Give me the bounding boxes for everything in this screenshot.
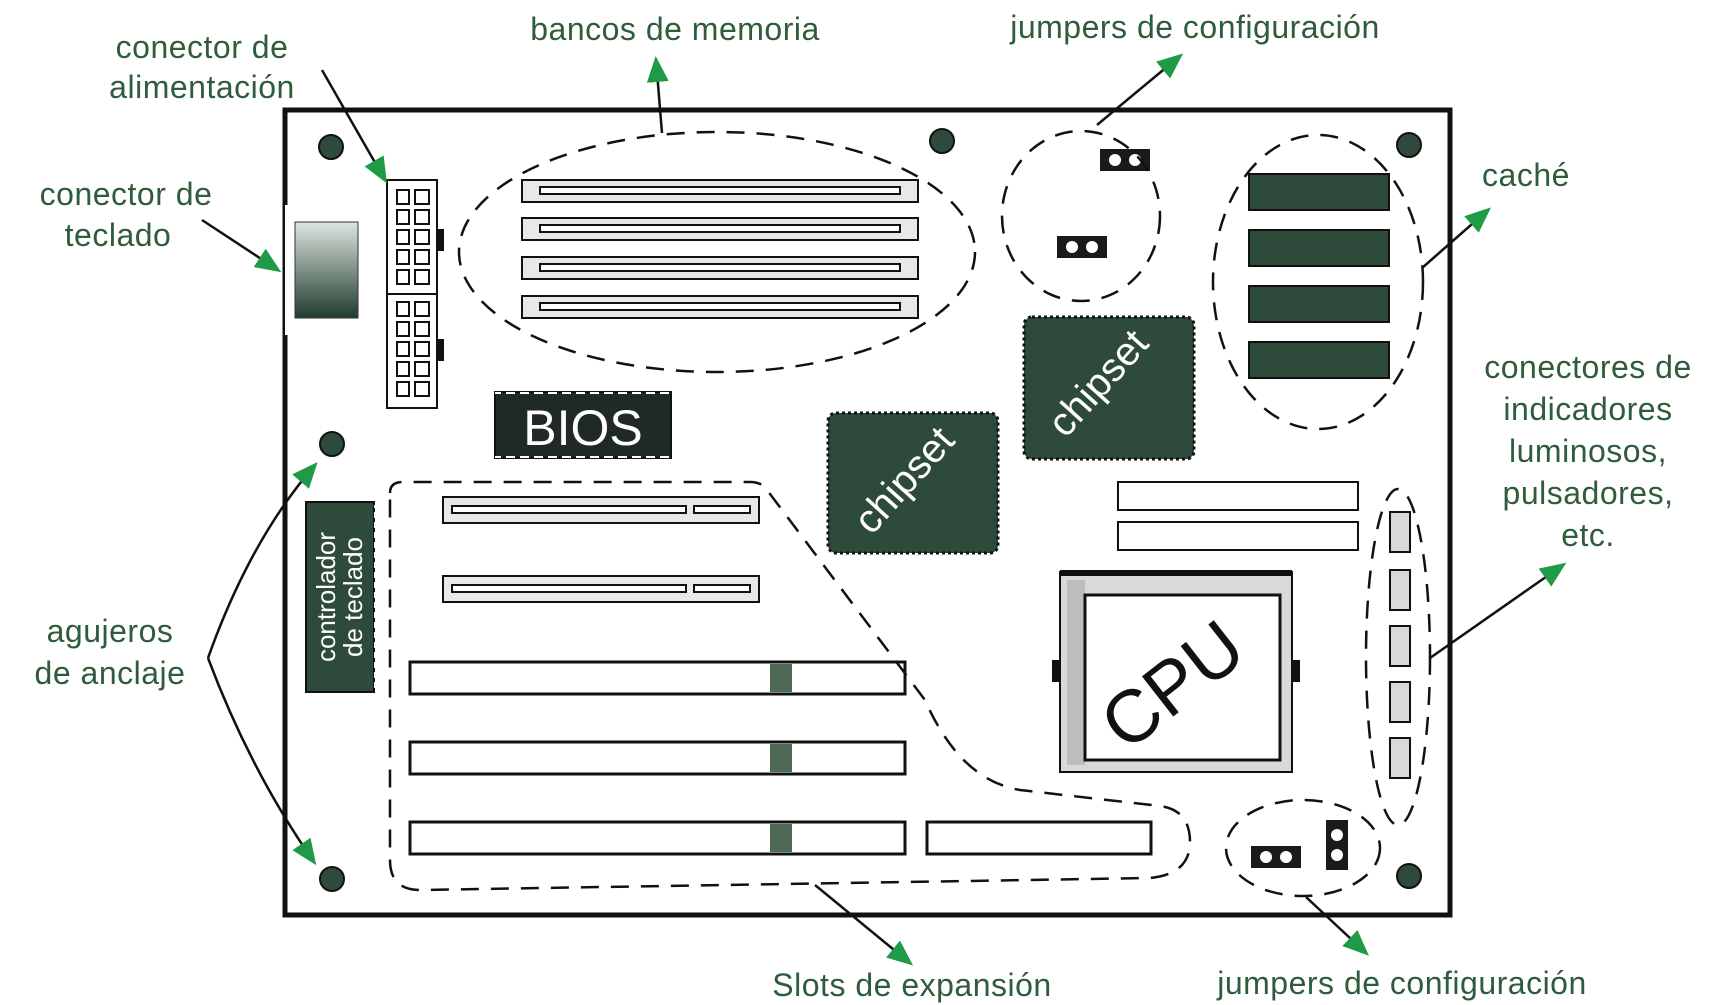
bios-label: BIOS xyxy=(523,400,642,456)
arrow-keyboard-connector xyxy=(201,218,282,273)
arrow-anchor-lower xyxy=(206,657,317,866)
label-jumpers-top: jumpers de configuración xyxy=(1009,9,1380,45)
cache-chip xyxy=(1248,341,1390,379)
cache-highlight xyxy=(1211,133,1425,431)
memory-banks xyxy=(521,179,919,319)
keyboard-connector xyxy=(285,205,365,335)
cache-chip xyxy=(1248,229,1390,267)
arrow-jumpers-bottom xyxy=(1305,896,1369,956)
keyboard-controller-chip: controlador de teclado xyxy=(300,501,380,693)
mounting-hole xyxy=(929,128,955,154)
labels: bancos de memoria jumpers de configuraci… xyxy=(35,9,1692,1003)
cpu-socket: CPU xyxy=(1052,570,1300,773)
mounting-hole xyxy=(1396,132,1422,158)
jumpers-bottom xyxy=(1251,820,1348,870)
label-anchor-holes-line2: de anclaje xyxy=(35,655,186,691)
label-front-panel-line4: pulsadores, xyxy=(1503,475,1674,511)
label-front-panel-line5: etc. xyxy=(1561,517,1615,553)
arrow-anchor-upper xyxy=(206,461,318,659)
chipset-left: chipset xyxy=(826,411,1000,555)
leader-arrows xyxy=(201,53,1567,966)
power-connector xyxy=(386,179,444,409)
jumpers-bottom-highlight xyxy=(1224,798,1382,898)
cache-chip xyxy=(1248,173,1390,211)
front-panel-connectors xyxy=(1389,511,1411,779)
mounting-hole xyxy=(319,866,345,892)
label-cache: caché xyxy=(1482,157,1570,193)
ide-connectors xyxy=(1117,481,1359,551)
memory-banks-highlight xyxy=(457,130,977,374)
mounting-hole xyxy=(1396,863,1422,889)
cache-chip xyxy=(1248,285,1390,323)
jumpers-top xyxy=(1057,149,1150,258)
mounting-holes xyxy=(318,128,1422,892)
mounting-hole xyxy=(318,134,344,160)
arrow-jumpers-top xyxy=(1096,53,1184,126)
label-front-panel-line3: luminosos, xyxy=(1509,433,1667,469)
label-expansion-slots: Slots de expansión xyxy=(772,967,1051,1003)
label-power-connector-line1: conector de xyxy=(116,29,289,65)
jumpers-top-highlight xyxy=(1000,129,1162,303)
chipset-right: chipset xyxy=(1022,315,1196,461)
expansion-slots-highlight xyxy=(388,480,1192,892)
label-front-panel-line2: indicadores xyxy=(1503,391,1672,427)
arrow-memory xyxy=(646,56,669,134)
expansion-slots xyxy=(408,496,1153,856)
cache-chips xyxy=(1248,173,1390,379)
arrow-slots xyxy=(814,884,914,966)
mounting-hole xyxy=(319,431,345,457)
arrow-power xyxy=(320,69,387,184)
kbd-ctrl-label-2: de teclado xyxy=(338,537,368,657)
kbd-ctrl-label-1: controlador xyxy=(311,532,341,662)
bios-chip: BIOS xyxy=(494,388,672,462)
label-keyboard-connector-line2: teclado xyxy=(65,217,172,253)
arrow-cache xyxy=(1421,207,1492,269)
label-power-connector-line2: alimentación xyxy=(109,69,295,105)
label-jumpers-bottom: jumpers de configuración xyxy=(1216,965,1587,1001)
label-memory-banks: bancos de memoria xyxy=(530,11,820,47)
label-anchor-holes-line1: agujeros xyxy=(47,613,174,649)
arrow-front-panel xyxy=(1429,562,1567,660)
label-keyboard-connector-line1: conector de xyxy=(40,176,213,212)
label-front-panel-line1: conectores de xyxy=(1484,349,1692,385)
